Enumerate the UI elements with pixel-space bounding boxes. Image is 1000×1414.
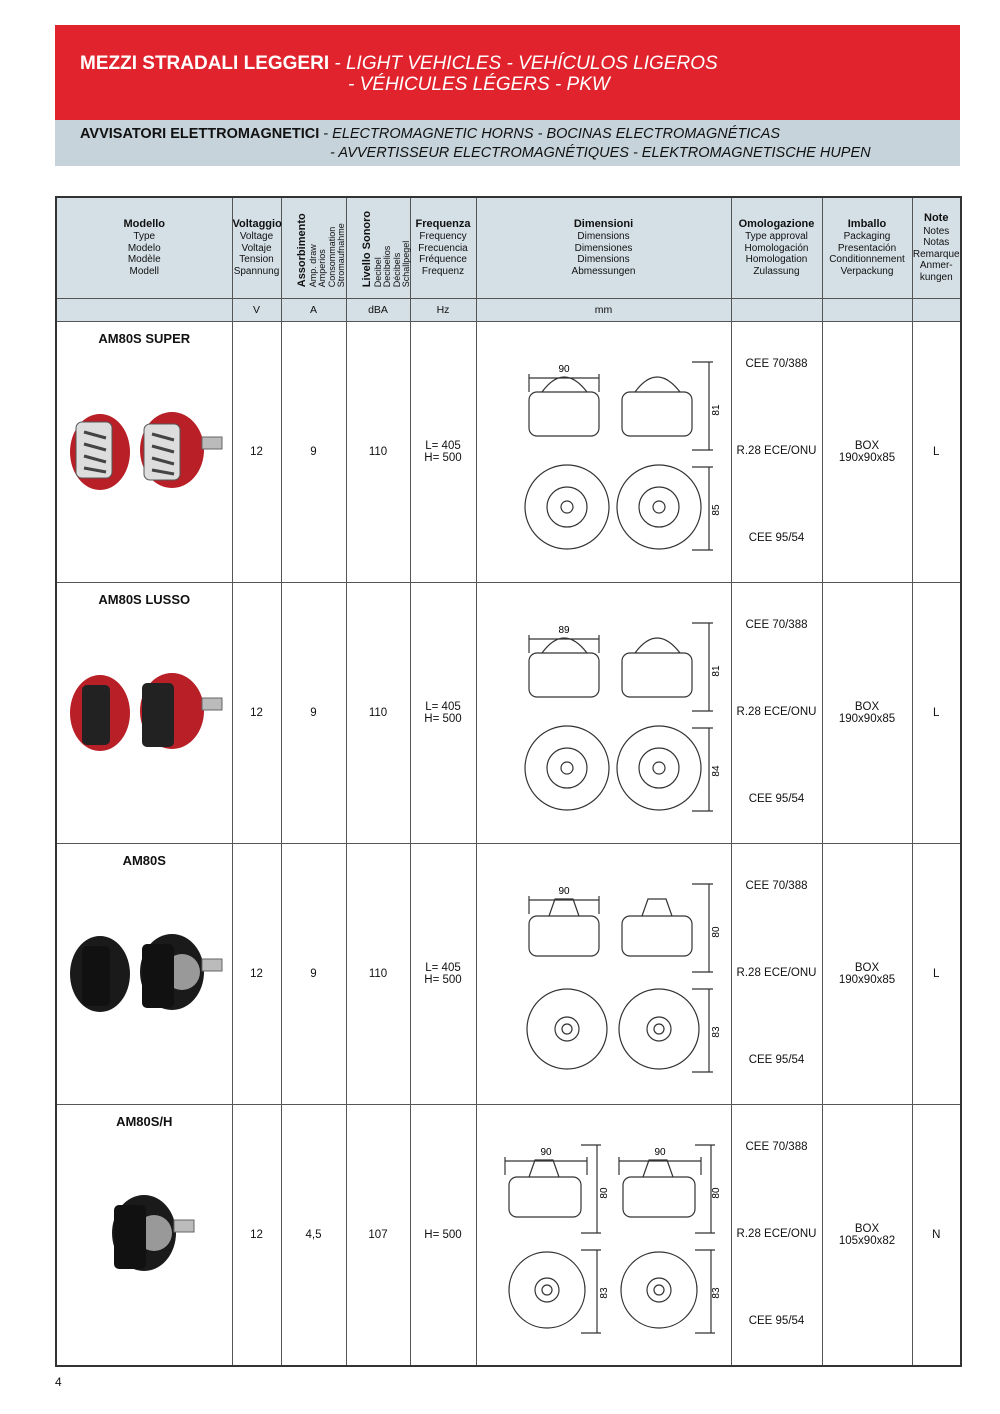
- table-row: AM80S/H 12 4,5 107 H= 500: [55, 1104, 962, 1367]
- dimension-drawing-cell: 90 90 80 80 83 83: [475, 1104, 732, 1367]
- voltage-cell: 12: [231, 1104, 282, 1367]
- horn-photo: [70, 412, 223, 490]
- section-title-line1: AVVISATORI ELETTROMAGNETICI - ELECTROMAG…: [80, 126, 780, 142]
- dim-h1-label: 80: [711, 1187, 721, 1199]
- dimension-drawing-cell: 90 81 85: [475, 321, 732, 583]
- dim-h2-label: 83: [711, 1026, 721, 1038]
- homologation-cell: CEE 70/388 R.28 ECE/ONU CEE 95/54: [730, 843, 823, 1105]
- model-name: AM80S: [122, 853, 166, 868]
- horn-photo: [70, 934, 223, 1012]
- db-cell: 110: [345, 321, 411, 583]
- voltage-cell: 12: [231, 582, 282, 844]
- amp-cell: 4,5: [280, 1104, 347, 1367]
- note-cell: L: [911, 582, 962, 844]
- note-cell: L: [911, 321, 962, 583]
- dim-h1-label: 81: [711, 665, 721, 677]
- note-cell: N: [911, 1104, 962, 1367]
- dimension-drawing: 90 80 83: [525, 883, 721, 1073]
- section-title-line2: - AVVERTISSEUR ELECTROMAGNÉTIQUES - ELEK…: [330, 145, 871, 161]
- dim-h1-label: 80: [711, 926, 721, 938]
- page-number: 4: [55, 1375, 62, 1389]
- unit-dba: dBA: [345, 298, 411, 322]
- dim-width-label: 90: [654, 1147, 666, 1158]
- units-row: V A dBA Hz mm: [55, 298, 962, 322]
- voltage-cell: 12: [231, 843, 282, 1105]
- model-name: AM80S SUPER: [98, 331, 191, 346]
- horn-photo: [70, 673, 223, 751]
- model-cell: AM80S/H: [55, 1104, 233, 1367]
- voltage-cell: 12: [231, 321, 282, 583]
- unit-a: A: [280, 298, 347, 322]
- model-name: AM80S LUSSO: [98, 592, 191, 607]
- header-title-line1: MEZZI STRADALI LEGGERI - LIGHT VEHICLES …: [80, 53, 718, 74]
- dimension-drawing-cell: 90 80 83: [475, 843, 732, 1105]
- section-header-band: AVVISATORI ELETTROMAGNETICI - ELECTROMAG…: [55, 120, 960, 166]
- homologation-cell: CEE 70/388 R.28 ECE/ONU CEE 95/54: [730, 1104, 823, 1367]
- header-title-bold: MEZZI STRADALI LEGGERI: [80, 53, 330, 74]
- section-title-rest: - ELECTROMAGNETIC HORNS - BOCINAS ELECTR…: [319, 126, 781, 142]
- dimension-drawing: 90 81 85: [523, 361, 721, 551]
- horn-photo: [112, 1195, 195, 1271]
- model-cell: AM80S: [55, 843, 233, 1105]
- section-title-bold: AVVISATORI ELETTROMAGNETICI: [80, 126, 320, 142]
- unit-mm: mm: [475, 298, 732, 322]
- db-cell: 107: [345, 1104, 411, 1367]
- amp-cell: 9: [280, 321, 347, 583]
- model-name: AM80S/H: [116, 1114, 173, 1129]
- dim-h2-label: 83: [711, 1287, 721, 1299]
- dimension-drawing: 90 90 80 80 83 83: [503, 1144, 721, 1334]
- dim-width-label: 90: [558, 364, 570, 375]
- amp-cell: 9: [280, 582, 347, 844]
- model-cell: AM80S SUPER: [55, 321, 233, 583]
- unit-hz: Hz: [409, 298, 477, 322]
- dim-width-label: 90: [540, 1147, 552, 1158]
- dim-h1-label: 80: [599, 1187, 610, 1199]
- header-title-rest: - LIGHT VEHICLES - VEHÍCULOS LIGEROS: [329, 53, 718, 74]
- dimension-drawing-cell: 89 81 84: [475, 582, 732, 844]
- dim-h2-label: 84: [711, 765, 721, 777]
- unit-v: V: [231, 298, 282, 322]
- db-cell: 110: [345, 582, 411, 844]
- dim-width-label: 89: [558, 625, 570, 636]
- freq-cell: H= 500: [409, 1104, 477, 1367]
- note-cell: L: [911, 843, 962, 1105]
- homologation-cell: CEE 70/388 R.28 ECE/ONU CEE 95/54: [730, 321, 823, 583]
- amp-cell: 9: [280, 843, 347, 1105]
- homologation-cell: CEE 70/388 R.28 ECE/ONU CEE 95/54: [730, 582, 823, 844]
- dim-h2-label: 85: [711, 504, 721, 516]
- dim-width-label: 90: [558, 886, 570, 897]
- dimension-drawing: 89 81 84: [523, 622, 721, 812]
- model-cell: AM80S LUSSO: [55, 582, 233, 844]
- header-title-line2: - VÉHICULES LÉGERS - PKW: [348, 74, 610, 95]
- db-cell: 110: [345, 843, 411, 1105]
- dim-h1-label: 81: [711, 404, 721, 416]
- dim-h2-label: 83: [599, 1287, 610, 1299]
- page-header-band: MEZZI STRADALI LEGGERI - LIGHT VEHICLES …: [55, 25, 960, 120]
